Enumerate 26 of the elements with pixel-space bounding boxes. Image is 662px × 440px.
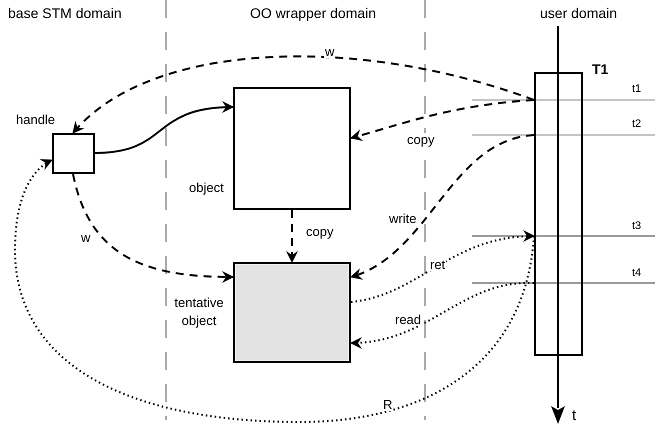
time-label: t — [572, 408, 576, 423]
node-label: T1 — [592, 60, 610, 79]
edge-label: copy — [406, 133, 436, 146]
arrow — [350, 99, 534, 141]
arrow — [350, 282, 534, 348]
time-label: t3 — [632, 221, 642, 232]
edge-label: ret — [429, 258, 446, 271]
arrow — [94, 102, 234, 154]
node-label: handle — [16, 111, 56, 129]
domain-heading: user domain — [540, 6, 618, 20]
edge-label: R — [382, 398, 394, 411]
time-label: t2 — [632, 119, 642, 130]
arrow — [72, 174, 234, 283]
edge-label: read — [394, 313, 422, 326]
node-label: tentative object — [173, 294, 225, 330]
arrow — [350, 230, 535, 303]
arrow — [14, 159, 535, 423]
time-label: t4 — [632, 268, 642, 279]
arrow — [72, 56, 534, 134]
edge-label: write — [388, 212, 418, 225]
node-label: object — [189, 179, 225, 197]
arrow — [286, 210, 298, 263]
time-label: t1 — [632, 84, 642, 95]
domain-heading: base STM domain — [8, 6, 122, 20]
arrow — [350, 134, 534, 279]
domain-heading: OO wrapper domain — [250, 6, 376, 20]
